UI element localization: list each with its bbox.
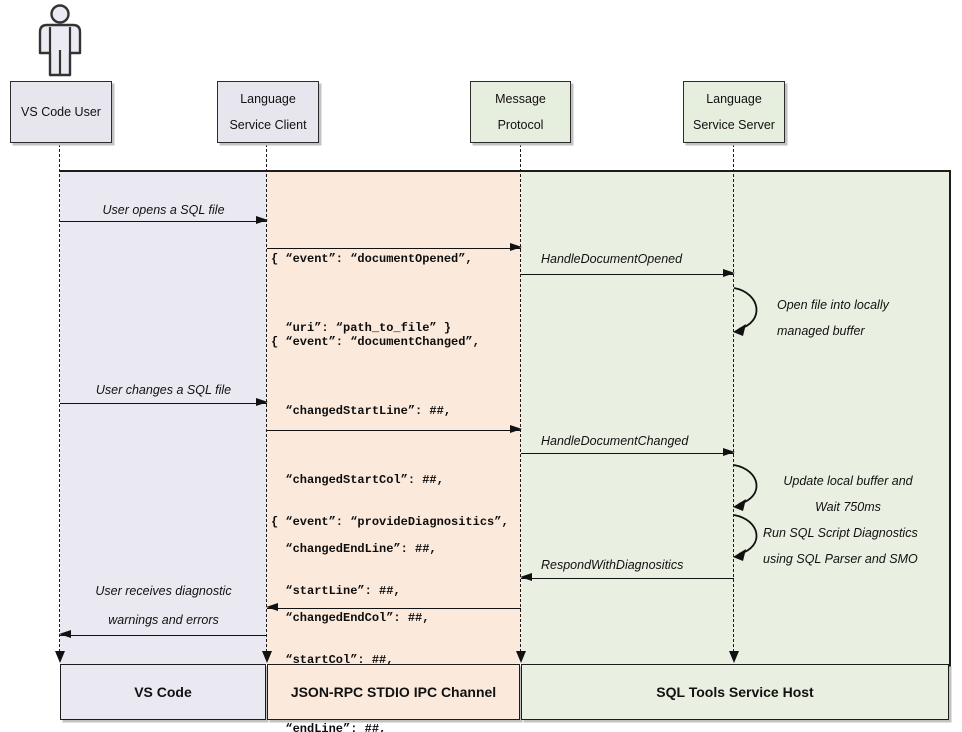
lifeline-client xyxy=(266,144,267,652)
actor-label: Language xyxy=(240,92,296,106)
message-label-handle-document-changed: HandleDocumentChanged xyxy=(541,434,689,448)
arrow-client-to-protocol-2 xyxy=(267,425,522,434)
arrow-protocol-to-client xyxy=(266,603,521,612)
arrow-server-to-protocol xyxy=(520,573,734,582)
loop-label-line: using SQL Parser and SMO xyxy=(763,552,918,566)
json-line: “endLine”: ##, xyxy=(271,722,387,732)
arrowhead-right xyxy=(723,269,735,278)
json-line: “uri”: “path_to_file” } xyxy=(271,321,452,335)
arrow-protocol-to-server xyxy=(521,269,735,278)
arrowhead-right xyxy=(723,448,735,457)
json-line: “changedStartLine”: ##, xyxy=(271,404,452,418)
actor-label: Message xyxy=(495,92,546,106)
json-line: “startLine”: ##, xyxy=(271,584,401,598)
self-loop-update-buffer xyxy=(733,464,758,511)
message-label-user-opens: User opens a SQL file xyxy=(102,203,225,217)
loop-label-line: managed buffer xyxy=(777,324,865,338)
lifeline-protocol xyxy=(520,144,521,652)
label-line: User receives diagnostic xyxy=(95,584,232,598)
footer-label: VS Code xyxy=(134,684,192,700)
lifeline-end-arrow xyxy=(516,651,526,663)
loop-label-line: Open file into locally xyxy=(777,298,889,312)
arrowhead-left xyxy=(59,630,71,639)
self-loop-run-diagnostics xyxy=(733,514,758,561)
lifeline-user xyxy=(59,144,60,652)
arrowhead-left xyxy=(266,603,278,612)
json-line: “startCol”: ##, xyxy=(271,653,394,667)
actor-label: Service Client xyxy=(229,118,307,132)
lifeline-end-arrow xyxy=(729,651,739,663)
footer-box-ipc-channel: JSON-RPC STDIO IPC Channel xyxy=(267,664,520,720)
arrow-protocol-to-server-2 xyxy=(521,448,735,457)
loop-label-line: Wait 750ms xyxy=(815,500,881,514)
loop-label-update-buffer: Update local buffer and Wait 750ms xyxy=(760,468,936,520)
footer-box-service-host: SQL Tools Service Host xyxy=(521,664,949,720)
self-loop-open-file xyxy=(733,287,758,336)
json-provide-diagnostics: { “event”: “provideDiagnositics”, “start… xyxy=(271,465,509,732)
json-line: { “event”: “documentChanged”, xyxy=(271,335,480,349)
actor-box-message-protocol: Message Protocol xyxy=(470,81,571,143)
json-line: { “event”: “documentOpened”, xyxy=(271,252,473,266)
message-label-user-changes: User changes a SQL file xyxy=(95,383,232,397)
footer-label: SQL Tools Service Host xyxy=(656,684,814,700)
footer-box-vscode: VS Code xyxy=(60,664,266,720)
arrowhead-left xyxy=(520,573,532,582)
arrow-user-to-client xyxy=(60,216,268,225)
actor-label: VS Code User xyxy=(21,105,101,119)
message-label-handle-document-opened: HandleDocumentOpened xyxy=(541,252,683,266)
arrow-client-to-user xyxy=(59,630,267,639)
person-icon xyxy=(38,4,82,77)
ipc-channel-region xyxy=(267,172,521,664)
json-document-opened: { “event”: “documentOpened”, “uri”: “pat… xyxy=(271,202,473,386)
lifeline-end-arrow xyxy=(55,651,65,663)
region-top-border xyxy=(60,170,951,172)
lifeline-end-arrow xyxy=(262,651,272,663)
actor-label: Protocol xyxy=(497,118,544,132)
actor-label: Language xyxy=(706,92,762,106)
loop-label-line: Run SQL Script Diagnostics xyxy=(763,526,918,540)
json-line: “changedEndLine”: ##, xyxy=(271,542,437,556)
arrowhead-right xyxy=(256,398,268,407)
json-line: “changedEndCol”: ##, xyxy=(271,611,430,625)
vscode-region xyxy=(60,172,267,664)
loop-label-open-file: Open file into locally managed buffer xyxy=(777,292,889,344)
actor-box-language-service-server: Language Service Server xyxy=(683,81,785,143)
footer-label: JSON-RPC STDIO IPC Channel xyxy=(290,684,497,700)
arrow-client-to-protocol xyxy=(267,243,522,252)
loop-label-run-diagnostics: Run SQL Script Diagnostics using SQL Par… xyxy=(763,520,918,572)
arrowhead-right xyxy=(510,243,522,252)
service-host-region xyxy=(521,172,951,664)
actor-label: Service Server xyxy=(693,118,775,132)
json-line: “changedStartCol”: ##, xyxy=(271,473,444,487)
actor-box-language-service-client: Language Service Client xyxy=(217,81,319,143)
loop-label-line: Update local buffer and xyxy=(783,474,913,488)
json-line: { “event”: “provideDiagnositics”, xyxy=(271,515,509,529)
arrowhead-right xyxy=(256,216,268,225)
message-label-user-receives: User receives diagnostic warnings and er… xyxy=(60,577,267,635)
label-line: warnings and errors xyxy=(108,613,219,627)
actor-box-vscode-user: VS Code User xyxy=(10,81,112,143)
arrowhead-right xyxy=(510,425,522,434)
region-right-border xyxy=(949,170,951,722)
message-label-respond-with-diagnostics: RespondWithDiagnositics xyxy=(541,558,684,572)
lifeline-server xyxy=(733,144,734,652)
arrow-user-to-client-2 xyxy=(60,398,268,407)
